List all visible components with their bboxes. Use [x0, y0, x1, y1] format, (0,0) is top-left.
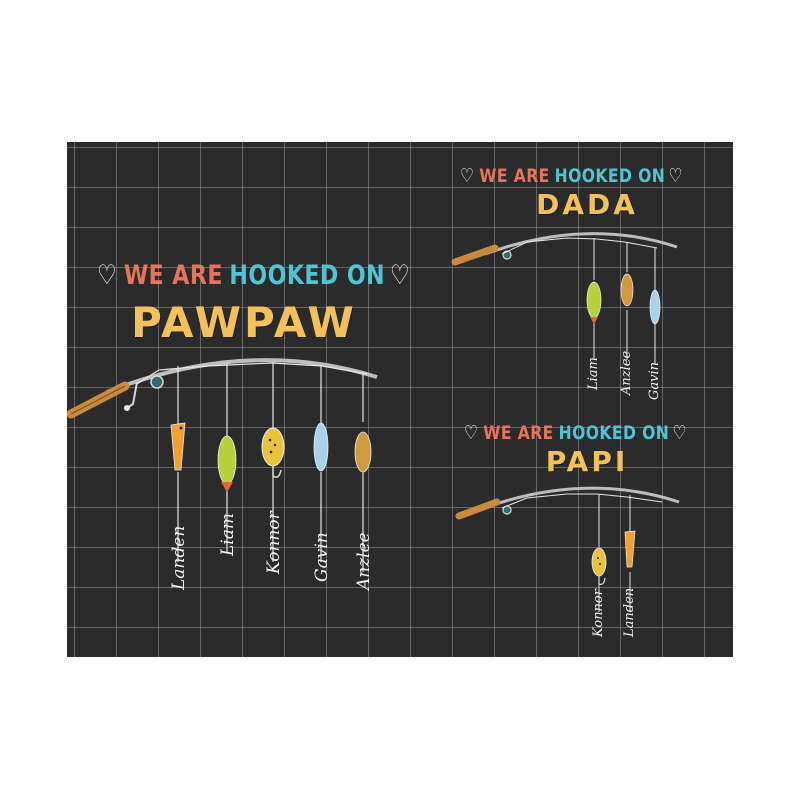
we-are-text: WE ARE — [479, 165, 550, 187]
hooked-on-text: HOOKED ON — [229, 260, 385, 291]
honoree-title: DADA — [536, 188, 638, 221]
headline: ♡ WE ARE HOOKED ON ♡ — [460, 165, 683, 187]
hooked-on-text: HOOKED ON — [554, 165, 666, 187]
honoree-title: PAPI — [545, 445, 629, 478]
child-name: Landen — [622, 587, 637, 637]
heart-icon: ♡ — [672, 422, 687, 444]
we-are-text: WE ARE — [483, 422, 554, 444]
lure-spoon-icon — [261, 427, 285, 478]
headline: ♡ WE ARE HOOKED ON ♡ — [97, 260, 410, 291]
honoree-title: PAWPAW — [131, 298, 357, 347]
fishing-rod-illustration — [67, 358, 378, 572]
fishing-line — [136, 362, 368, 385]
we-are-text: WE ARE — [123, 260, 223, 291]
heart-icon: ♡ — [97, 260, 118, 291]
lure-crank-icon — [354, 431, 372, 473]
design-board: ♡ WE ARE HOOKED ON ♡ PAWPAW — [67, 142, 733, 657]
heart-icon: ♡ — [668, 165, 683, 187]
lure-minnow-icon — [586, 281, 602, 324]
hooked-on-text: HOOKED ON — [558, 422, 670, 444]
rod-blank — [106, 358, 378, 394]
lure-blue-minnow-icon — [649, 289, 661, 325]
child-name: Konnor — [591, 589, 606, 637]
heart-icon: ♡ — [460, 165, 475, 187]
lure-crank-icon — [620, 273, 634, 307]
fishing-rod-illustration — [451, 232, 678, 364]
lure-popper-icon — [170, 422, 186, 471]
lure-minnow-icon — [217, 435, 237, 492]
heart-icon: ♡ — [464, 422, 479, 444]
lure-blue-minnow-icon — [313, 422, 329, 472]
fishing-rod-illustration — [455, 486, 680, 612]
lure-popper-icon — [624, 530, 636, 568]
reel-icon — [124, 375, 164, 411]
heart-icon: ♡ — [389, 260, 411, 291]
lure-spoon-icon — [591, 547, 607, 585]
headline: ♡ WE ARE HOOKED ON ♡ — [464, 422, 687, 444]
